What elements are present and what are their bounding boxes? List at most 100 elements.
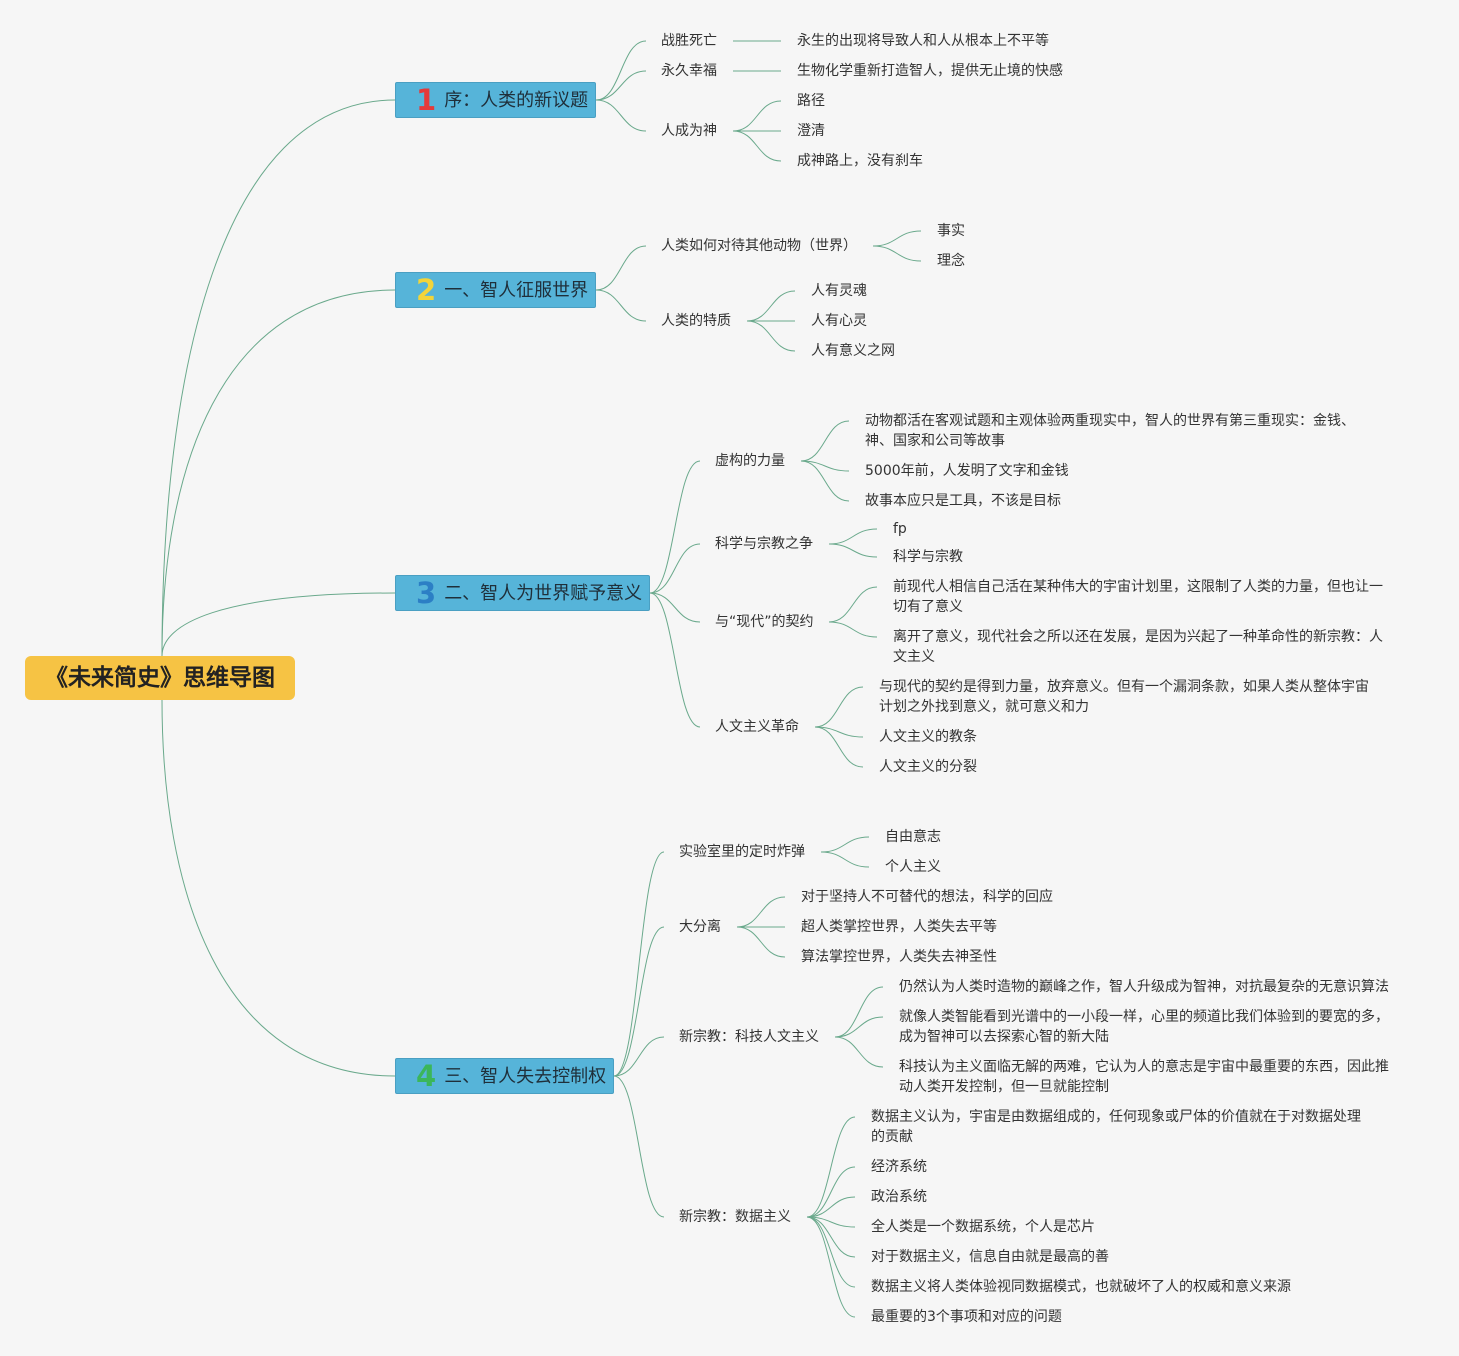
topic-eternal-happiness[interactable]: 永久幸福	[661, 63, 717, 79]
connector-line	[613, 1036, 665, 1077]
leaf-node[interactable]: 永生的出现将导致人和人从根本上不平等	[797, 33, 1049, 49]
leaf-node[interactable]: 理念	[937, 253, 965, 269]
leaf-node[interactable]: 政治系统	[871, 1189, 927, 1205]
leaf-node[interactable]: 对于坚持人不可替代的想法，科学的回应	[801, 889, 1053, 905]
leaf-node[interactable]: 事实	[937, 223, 965, 239]
topic-conquer-death[interactable]: 战胜死亡	[661, 33, 717, 49]
branch-give-meaning[interactable]: 3 二、智人为世界赋予意义	[395, 575, 650, 611]
connector-line	[736, 926, 786, 958]
connector-line	[649, 592, 701, 728]
connector-line	[746, 290, 796, 322]
branch-label: 二、智人为世界赋予意义	[444, 583, 643, 604]
leaf-node[interactable]: 仍然认为人类时造物的巅峰之作，智人升级成为智神，对抗最复杂的无意识算法	[899, 979, 1389, 995]
connector-line	[746, 320, 796, 352]
connector-line	[820, 851, 870, 868]
connector-line	[161, 592, 396, 657]
topic-humanist-revolution[interactable]: 人文主义革命	[715, 719, 799, 735]
connector-line	[806, 1196, 856, 1218]
topic-great-decoupling[interactable]: 大分离	[679, 919, 721, 935]
connector-line	[872, 245, 922, 262]
connector-line	[161, 99, 396, 657]
leaf-node[interactable]: 5000年前，人发明了文字和金钱	[865, 463, 1069, 479]
leaf-node[interactable]: 人有意义之网	[811, 343, 895, 359]
connector-line	[613, 1075, 665, 1218]
connector-line	[613, 851, 665, 1077]
connector-line	[613, 926, 665, 1077]
topic-human-traits[interactable]: 人类的特质	[661, 313, 731, 329]
connector-line	[161, 699, 396, 1077]
leaf-node[interactable]: 对于数据主义，信息自由就是最高的善	[871, 1249, 1109, 1265]
connector-line	[649, 592, 701, 623]
connector-line	[872, 230, 922, 247]
topic-modern-covenant[interactable]: 与“现代”的契约	[715, 614, 814, 630]
leaf-node[interactable]: 路径	[797, 93, 825, 109]
leaf-node[interactable]: 数据主义将人类体验视同数据模式，也就破坏了人的权威和意义来源	[871, 1279, 1291, 1295]
leaf-node[interactable]: 全人类是一个数据系统，个人是芯片	[871, 1219, 1095, 1235]
leaf-node[interactable]: 人有心灵	[811, 313, 867, 329]
connector-line	[595, 289, 647, 322]
connector-line	[814, 686, 864, 728]
connector-line	[736, 896, 786, 928]
leaf-node[interactable]: 人有灵魂	[811, 283, 867, 299]
branch-number-1: 1	[416, 83, 437, 117]
branch-label: 三、智人失去控制权	[444, 1066, 607, 1087]
leaf-node[interactable]: 数据主义认为，宇宙是由数据组成的，任何现象或尸体的价值就在于对数据处理的贡献	[871, 1109, 1361, 1145]
topic-become-god[interactable]: 人成为神	[661, 123, 717, 139]
connector-line	[800, 460, 850, 502]
connector-line	[806, 1216, 856, 1318]
mindmap-root[interactable]: 《未来简史》思维导图	[25, 656, 295, 700]
leaf-node[interactable]: 最重要的3个事项和对应的问题	[871, 1309, 1062, 1325]
topic-lab-time-bomb[interactable]: 实验室里的定时炸弹	[679, 844, 805, 860]
leaf-node[interactable]: 成神路上，没有刹车	[797, 153, 923, 169]
branch-number-3: 3	[416, 576, 437, 610]
leaf-node[interactable]: 澄清	[797, 123, 825, 139]
leaf-node[interactable]: 人文主义的分裂	[879, 759, 977, 775]
connector-line	[595, 245, 647, 291]
connector-line	[595, 70, 647, 101]
leaf-node[interactable]: 经济系统	[871, 1159, 927, 1175]
connector-line	[649, 460, 701, 594]
connector-line	[828, 621, 878, 638]
leaf-node[interactable]: 生物化学重新打造智人，提供无止境的快感	[797, 63, 1063, 79]
leaf-node[interactable]: 就像人类智能看到光谱中的一小段一样，心里的频道比我们体验到的要宽的多，成为智神可…	[899, 1009, 1389, 1045]
connector-line	[828, 528, 878, 545]
leaf-node[interactable]: 动物都活在客观试题和主观体验两重现实中，智人的世界有第三重现实：金钱、神、国家和…	[865, 413, 1355, 449]
connector-line	[834, 1016, 884, 1038]
connector-line	[834, 1036, 884, 1068]
connector-line	[806, 1166, 856, 1218]
connector-line	[595, 99, 647, 132]
leaf-node[interactable]: 科技认为主义面临无解的两难，它认为人的意志是宇宙中最重要的东西，因此推动人类开发…	[899, 1059, 1389, 1095]
leaf-node[interactable]: 故事本应只是工具，不该是目标	[865, 493, 1061, 509]
leaf-node[interactable]: 人文主义的教条	[879, 729, 977, 745]
topic-science-vs-religion[interactable]: 科学与宗教之争	[715, 536, 813, 552]
topic-techno-humanism[interactable]: 新宗教：科技人文主义	[679, 1029, 819, 1045]
connector-line	[814, 726, 864, 768]
connector-line	[806, 1116, 856, 1218]
leaf-node[interactable]: 自由意志	[885, 829, 941, 845]
topic-dataism[interactable]: 新宗教：数据主义	[679, 1209, 791, 1225]
leaf-node[interactable]: 前现代人相信自己活在某种伟大的宇宙计划里，这限制了人类的力量，但也让一切有了意义	[893, 579, 1383, 615]
topic-treat-animals[interactable]: 人类如何对待其他动物（世界）	[661, 238, 857, 254]
leaf-node[interactable]: fp	[893, 521, 907, 537]
connector-line	[806, 1216, 856, 1288]
branch-number-2: 2	[416, 273, 437, 307]
topic-power-of-fiction[interactable]: 虚构的力量	[715, 453, 785, 469]
connector-line	[828, 543, 878, 558]
connector-line	[595, 40, 647, 101]
leaf-node[interactable]: 个人主义	[885, 859, 941, 875]
connector-line	[732, 130, 782, 162]
leaf-node[interactable]: 离开了意义，现代社会之所以还在发展，是因为兴起了一种革命性的新宗教：人文主义	[893, 629, 1383, 665]
connector-line	[834, 986, 884, 1038]
leaf-node[interactable]: 算法掌控世界，人类失去神圣性	[801, 949, 997, 965]
connector-line	[820, 836, 870, 853]
connector-line	[732, 100, 782, 132]
connector-line	[806, 1216, 856, 1258]
leaf-node[interactable]: 超人类掌控世界，人类失去平等	[801, 919, 997, 935]
leaf-node[interactable]: 科学与宗教	[893, 549, 963, 565]
connector-line	[828, 586, 878, 623]
leaf-node[interactable]: 与现代的契约是得到力量，放弃意义。但有一个漏洞条款，如果人类从整体宇宙计划之外找…	[879, 679, 1369, 715]
